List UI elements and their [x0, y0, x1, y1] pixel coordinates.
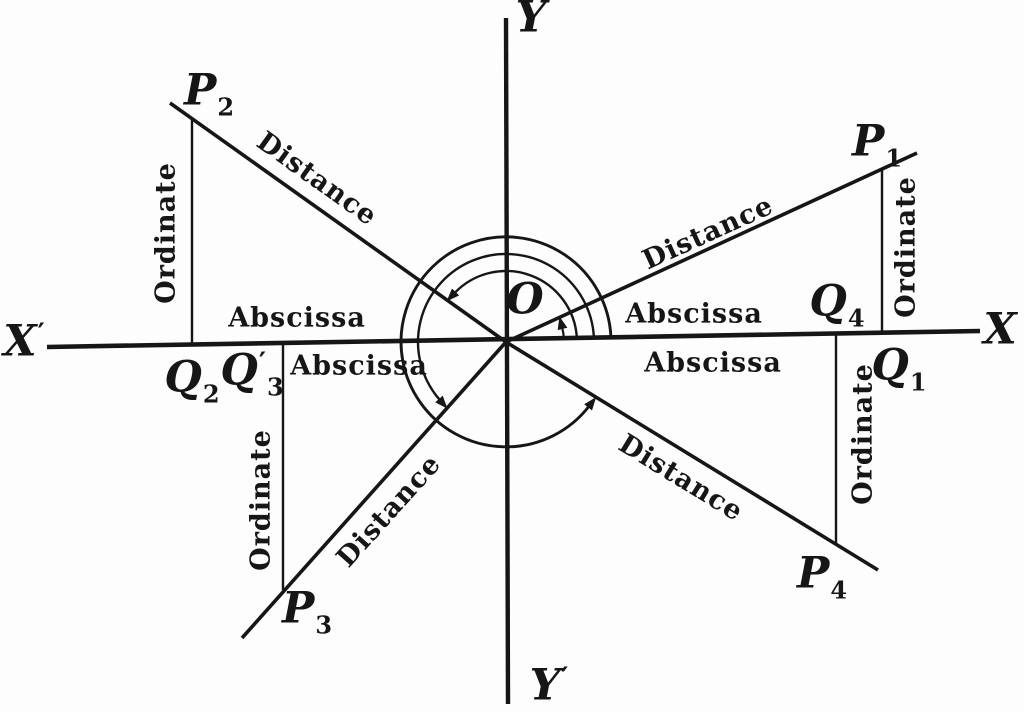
label-distance-op1-text: Distance	[637, 189, 779, 277]
label-p1-text: P	[851, 116, 885, 167]
label-y-prime-prime: ′	[561, 662, 569, 694]
label-q1-text: Q	[871, 340, 909, 391]
label-p2-subscript: 2	[217, 92, 235, 122]
label-ordinate-p4: Ordinate	[847, 363, 879, 505]
label-ordinate-p2: Ordinate	[150, 162, 182, 304]
ray-to-p2	[168, 101, 508, 344]
label-abscissa-lower-right: Abscissa	[644, 350, 782, 377]
label-p4-text: P	[796, 548, 830, 599]
label-p3-subscript: 3	[315, 610, 333, 640]
label-q1: Q1	[871, 344, 926, 394]
label-p3-text: P	[281, 583, 315, 634]
label-origin: O	[506, 278, 543, 322]
label-q3-text: Q	[220, 345, 258, 396]
label-ordinate-p3: Ordinate	[245, 429, 277, 571]
label-distance-op3: Distance	[330, 448, 448, 574]
label-ordinate-p2-text: Ordinate	[150, 162, 182, 304]
label-ordinate-p3-text: Ordinate	[245, 429, 277, 571]
ray-to-p4	[505, 340, 879, 572]
label-p4: P4	[797, 552, 847, 602]
label-x-prime-prime: ′	[37, 318, 45, 350]
label-q2-text: Q	[164, 352, 202, 403]
label-p3: P3	[282, 587, 332, 637]
label-distance-op4-text: Distance	[613, 428, 749, 528]
label-p1-subscript: 1	[885, 143, 903, 173]
label-distance-op2: Distance	[250, 125, 384, 233]
y-axis-line	[503, 17, 511, 705]
label-x-prime-text: X	[3, 316, 37, 367]
label-distance-op4: Distance	[613, 428, 749, 528]
label-ordinate-p4-text: Ordinate	[847, 363, 879, 505]
label-distance-op3-text: Distance	[330, 448, 448, 574]
label-x-prime: X′	[3, 318, 45, 364]
label-abscissa-upper-left-text: Abscissa	[228, 302, 366, 334]
label-abscissa-lower-left: Abscissa	[290, 353, 428, 380]
label-q4-text: Q	[809, 276, 847, 327]
label-q3: Q′3	[220, 347, 283, 399]
label-origin-text: O	[506, 274, 544, 325]
label-distance-op2-text: Distance	[250, 125, 384, 233]
label-ordinate-p1: Ordinate	[890, 176, 922, 318]
label-q4-subscript: 4	[847, 303, 865, 333]
label-p1: P1	[852, 120, 902, 170]
label-abscissa-upper-left: Abscissa	[228, 305, 366, 332]
label-q3-subscript: 3	[266, 372, 284, 402]
label-q3-prime: ′	[258, 347, 266, 379]
label-x-text: X	[983, 304, 1017, 355]
angle-arc-to-p2	[446, 269, 579, 339]
label-p2: P2	[184, 69, 234, 119]
label-abscissa-lower-left-text: Abscissa	[290, 350, 428, 382]
label-q2-subscript: 2	[202, 379, 220, 409]
label-abscissa-upper-right-text: Abscissa	[625, 298, 763, 330]
ray-to-p3	[240, 340, 508, 640]
label-ordinate-p1-text: Ordinate	[890, 176, 922, 318]
label-x: X	[983, 308, 1016, 352]
label-q1-subscript: 1	[909, 367, 927, 397]
label-q4: Q4	[809, 280, 864, 330]
label-p2-text: P	[183, 65, 217, 116]
label-y-prime-text: Y	[529, 660, 561, 711]
label-distance-op1: Distance	[637, 189, 779, 277]
label-y-text: Y	[515, 0, 547, 43]
label-p4-subscript: 4	[830, 575, 848, 605]
label-y: Y	[516, 0, 547, 40]
label-y-prime: Y′	[530, 662, 569, 708]
label-abscissa-upper-right: Abscissa	[625, 301, 763, 328]
angle-arc-to-p1	[557, 316, 568, 340]
label-q2: Q2	[164, 356, 219, 406]
ray-to-p1	[505, 151, 918, 344]
angle-arc-to-p4	[399, 235, 613, 449]
label-abscissa-lower-right-text: Abscissa	[644, 347, 782, 379]
angle-arc-to-p3	[416, 252, 596, 409]
